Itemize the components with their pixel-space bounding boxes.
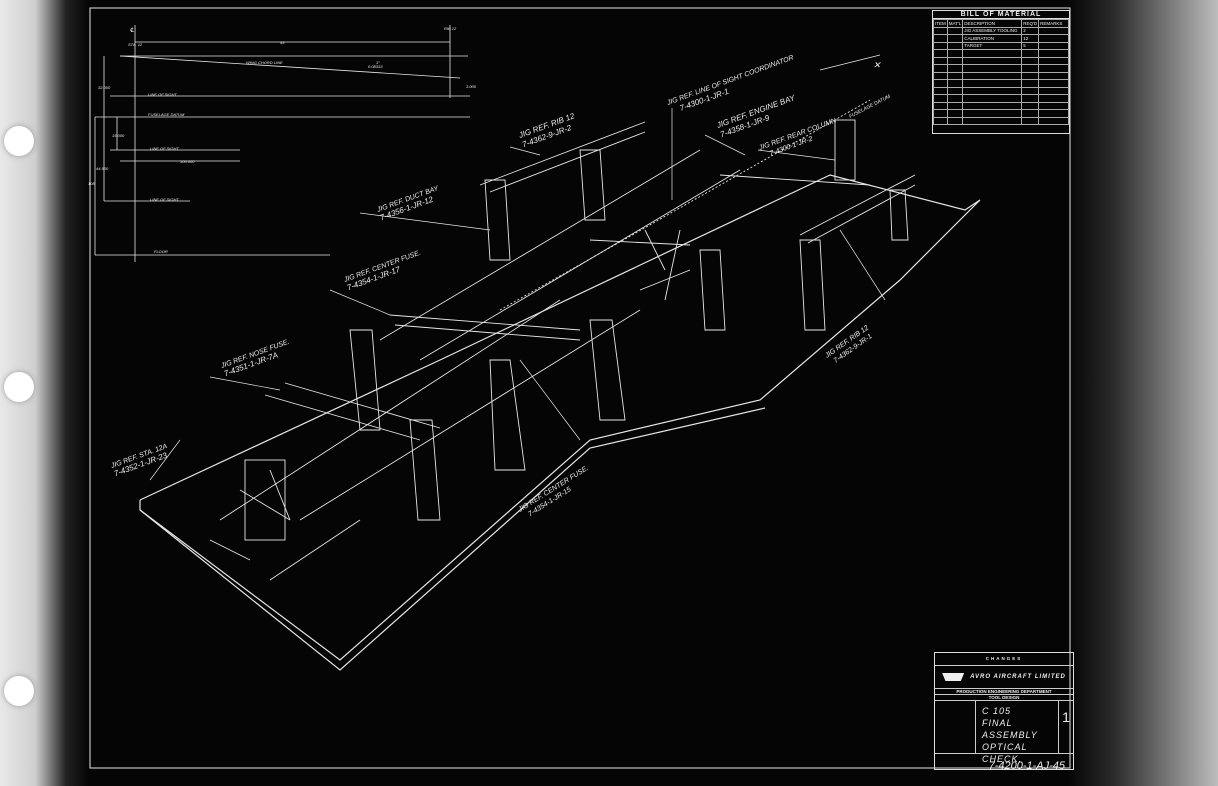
section: TOOL DESIGN (935, 695, 1073, 701)
drawing-title: C 105 FINAL ASSEMBLY OPTICAL CHECK. (976, 701, 1058, 764)
title-line-2: FINAL ASSEMBLY (982, 718, 1038, 740)
jig-structure (209, 54, 916, 581)
callout-rear-column: JIG REF. REAR COLUMN 7-4300-1-JR-2 (757, 117, 838, 158)
side-view-diagram: ℄ STA. 12 RIB 12 43 WING CHORD LINE 1° 0… (88, 25, 477, 262)
scan-margin-right (1068, 0, 1218, 786)
dim-100: 100.000 (180, 159, 195, 164)
bom-title: BILL OF MATERIAL (933, 11, 1069, 19)
bom-reqd: 5 (1021, 41, 1040, 50)
bom-description: TARGET (962, 41, 1023, 50)
callout-leaders (149, 108, 886, 481)
sheet-number: 1 (1058, 701, 1073, 753)
line-of-sight-x-mark: ✕ (873, 60, 881, 70)
dim-108: 108 (88, 181, 95, 186)
dim-44: 44.500 (96, 166, 109, 171)
punch-hole (4, 372, 34, 402)
callout-title: FUSELAGE DATUM (848, 93, 892, 119)
line-of-sight-label: LINE OF SIGHT (148, 92, 177, 97)
dim-angle: 1° (376, 60, 380, 65)
callout-nose-fuse: JIG REF. NOSE FUSE. 7-4351-1-JR-7A (219, 339, 290, 379)
floor-label: FLOOR (154, 249, 168, 254)
drawing-border (89, 7, 1071, 769)
line-of-sight-label: LINE OF SIGHT (150, 146, 179, 151)
bom-header: ITEM (933, 19, 948, 28)
punch-hole (4, 676, 34, 706)
approvals-column (935, 701, 976, 753)
callout-fuselage-datum: FUSELAGE DATUM (848, 93, 892, 119)
callout-rib-12-lower: JIG REF. RIB 12 7-4362-9-JR-1 (823, 324, 873, 364)
fuselage-datum-label: FUSELAGE DATUM (148, 112, 185, 117)
bom-header: REMARKS (1038, 19, 1069, 28)
dim-32: 32.000 (98, 85, 111, 90)
jig-base-slab (139, 174, 981, 671)
dim-15: 15.000 (112, 133, 125, 138)
avro-logo-icon (942, 673, 965, 681)
department: PRODUCTION ENGINEERING DEPARTMENT (935, 689, 1073, 695)
callout-duct-bay: JIG REF. DUCT BAY 7-4356-1-JR-12 (375, 185, 440, 223)
title-line-3: OPTICAL CHECK. (982, 742, 1028, 764)
wing-chord-line-label: WING CHORD LINE (246, 60, 283, 65)
bom-table: ITEM MAT'L DESCRIPTION REQ'D REMARKS JIG… (933, 19, 1069, 125)
station-right-label: RIB 12 (444, 26, 457, 31)
bom-header: DESCRIPTION (962, 19, 1023, 28)
drawing-number: 7-4200-1-AJ-45 (988, 760, 1065, 772)
bom-description: JIG ASSEMBLY TOOLING (962, 26, 1023, 35)
station-left-marker: ℄ (130, 27, 134, 34)
callout-engine-bay: JIG REF. ENGINE BAY 7-4358-1-JR-9 (715, 93, 797, 139)
punch-hole (4, 126, 34, 156)
bill-of-material: BILL OF MATERIAL ITEM MAT'L DESCRIPTION … (932, 10, 1070, 134)
callout-center-fuse-upper: JIG REF. CENTER FUSE. 7-4354-1-JR-17 (342, 250, 422, 293)
company-name: AVRO AIRCRAFT LIMITED (970, 674, 1066, 680)
bom-reqd: 12 (1021, 34, 1040, 43)
bom-reqd: 2 (1021, 26, 1040, 35)
bom-header: REQ'D (1021, 19, 1040, 28)
callout-sta-12a: JIG REF. STA. 12A 7-4352-1-JR-23 (109, 443, 169, 478)
dim-chord-drop: 0.08333 (368, 64, 383, 69)
title-block: CHANGES AVRO AIRCRAFT LIMITED PRODUCTION… (934, 652, 1074, 772)
dim-span: 43 (280, 40, 285, 45)
title-line-1: C 105 (982, 706, 1012, 716)
company-row: AVRO AIRCRAFT LIMITED (935, 666, 1073, 689)
bom-description: CALIBRATION (962, 34, 1023, 43)
line-of-sight-label: LINE OF SIGHT (150, 197, 179, 202)
bom-header: MAT'L (946, 19, 964, 28)
changes-header: CHANGES (935, 653, 1073, 666)
callout-jig-ref-rib-12-upper: JIG REF. RIB 12 7-4362-9-JR-2 (517, 111, 577, 149)
station-left-label: STA. 12 (128, 42, 143, 47)
callout-center-fuse-lower: JIG REF. CENTER FUSE. 7-4354-1-JR-15 (517, 465, 590, 518)
dim-3: 3.000 (466, 84, 477, 89)
